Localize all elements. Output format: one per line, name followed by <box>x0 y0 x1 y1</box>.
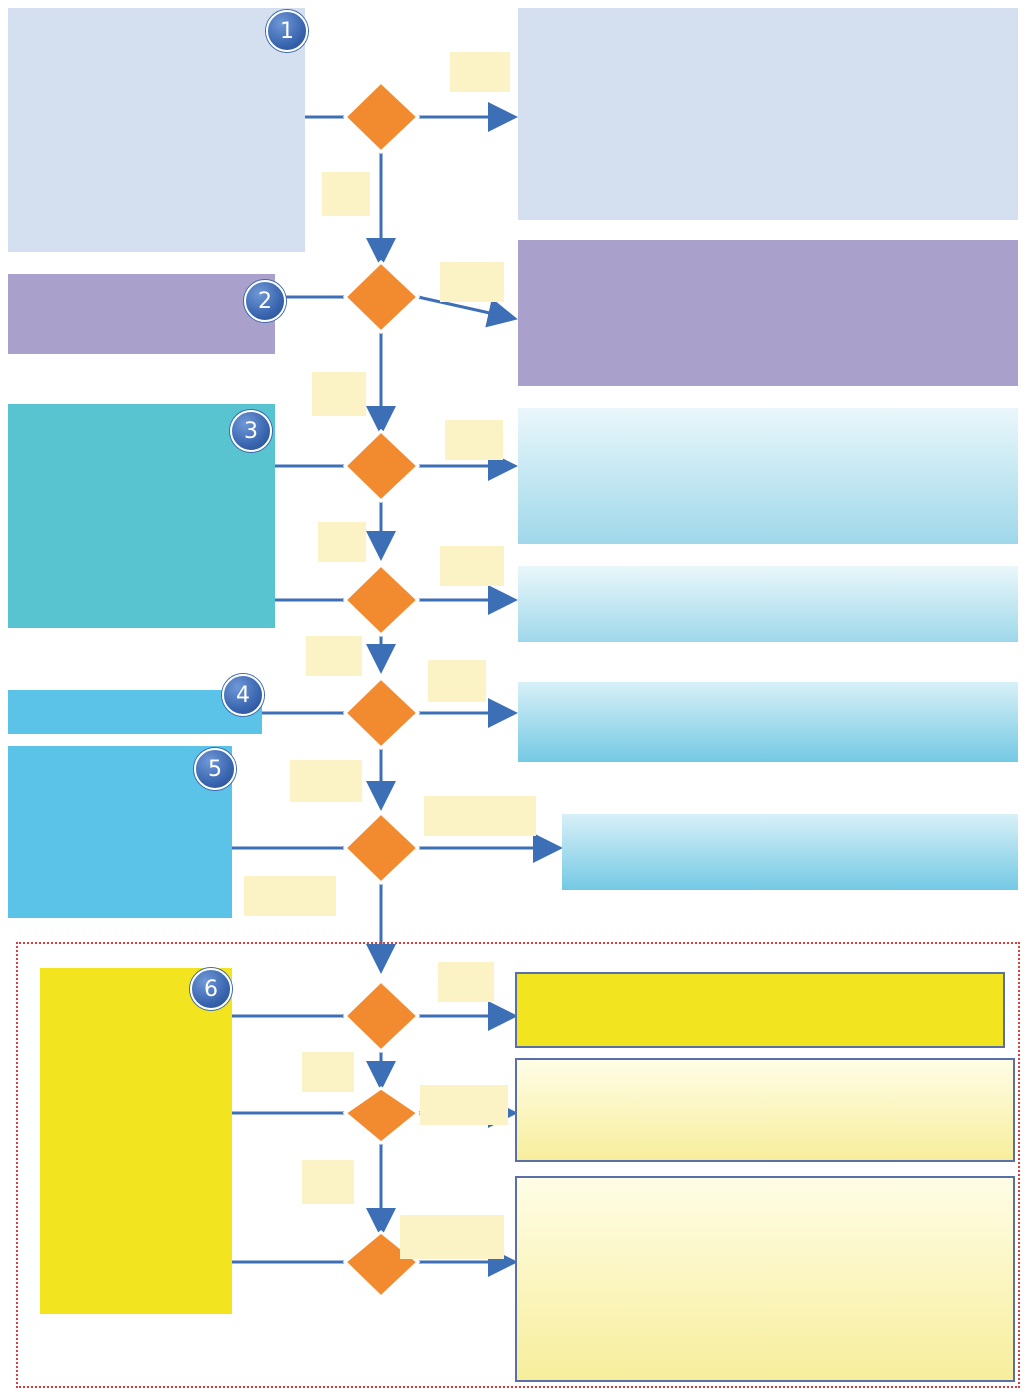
step4-outcome-box <box>518 682 1018 762</box>
step6-outcome2-box <box>515 1058 1015 1162</box>
decision-diamond-6 <box>342 810 421 886</box>
step6-outcome3-box <box>515 1176 1015 1382</box>
step3b-fake-label <box>440 546 504 586</box>
step4-not-over-label <box>290 760 362 802</box>
step2-outcome-box <box>518 240 1018 386</box>
step4-over-label <box>428 660 486 702</box>
step6-outcome1-box <box>515 972 1005 1048</box>
step6-carry-label <box>302 1160 354 1204</box>
step5-outside-label <box>424 796 536 836</box>
step3-question-box <box>8 404 275 628</box>
decision-diamond-3 <box>342 428 421 504</box>
decision-diamond-8 <box>342 1086 421 1145</box>
decision-diamond-2 <box>342 259 421 335</box>
step5-outcome-box <box>562 814 1018 890</box>
step6-no-label <box>438 962 494 1002</box>
step1-question-box <box>8 8 305 252</box>
step1-outcome-box <box>518 8 1018 220</box>
step3b-outcome-box <box>518 566 1018 642</box>
decision-diamond-1 <box>342 79 421 155</box>
step1-no-label <box>450 52 510 92</box>
step2-fake-label <box>440 262 504 302</box>
step-number-badge: 6 <box>190 968 232 1010</box>
step-number-badge: 3 <box>230 410 272 452</box>
employment-section-frame <box>16 942 1020 1388</box>
row2-right <box>417 295 518 328</box>
step2-real-label <box>312 372 366 416</box>
decision-diamond-5 <box>342 675 421 751</box>
step5-inside-label <box>244 876 336 916</box>
step3-yes-label <box>318 522 366 562</box>
step3b-real-label <box>306 636 362 676</box>
step6-violate-label <box>400 1215 504 1259</box>
step2-question-box <box>8 274 275 354</box>
step6-yes-label <box>302 1052 354 1092</box>
decision-diamond-7 <box>342 978 421 1054</box>
step-number-badge: 1 <box>266 10 308 52</box>
step6-notcarry-label <box>420 1085 508 1125</box>
decision-diamond-4 <box>342 562 421 638</box>
step-number-badge: 4 <box>222 674 264 716</box>
step1-yes-label <box>322 172 370 216</box>
step6-question-box <box>40 968 232 1314</box>
step4-question-box <box>8 690 262 734</box>
step3-outcome-box <box>518 408 1018 544</box>
step3-no-label <box>445 420 503 460</box>
step-number-badge: 5 <box>194 748 236 790</box>
step-number-badge: 2 <box>244 280 286 322</box>
